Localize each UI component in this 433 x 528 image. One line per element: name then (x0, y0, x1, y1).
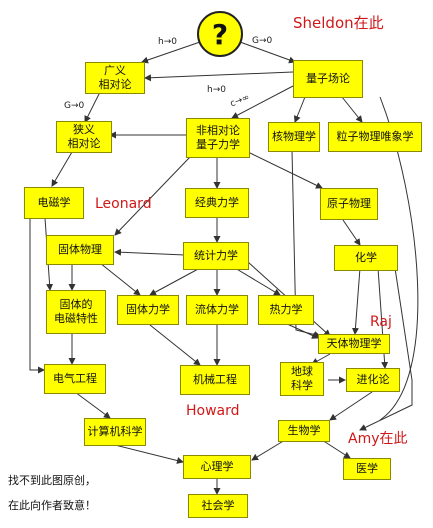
edge-qft-gr (144, 71, 294, 82)
edge-stat-thermo (234, 267, 281, 296)
annotation-sheldon: Sheldon在此 (293, 14, 384, 32)
node-medicine: 医学 (343, 458, 391, 480)
node-statistical-mechanics: 统计力学 (183, 242, 249, 270)
annotation-leonard: Leonard (95, 196, 152, 212)
edge-thermo-astro (284, 322, 319, 339)
node-earth-science: 地球 科学 (280, 362, 324, 396)
node-mechanical-engineering: 机械工程 (180, 365, 250, 395)
edge-stat-solidmech (149, 267, 201, 296)
edge-ee-cs (74, 391, 111, 419)
annotation-raj: Raj (370, 314, 392, 330)
node-electromagnetism: 电磁学 (24, 187, 84, 219)
edge-biology-medicine (321, 439, 351, 459)
edge-gr-sr (84, 91, 101, 123)
edge-cs-psych (114, 444, 184, 464)
edge-label-g0-right: G→0 (252, 36, 273, 46)
edge-solidmech-mecheng (149, 324, 201, 366)
node-fluid-mechanics: 流体力学 (186, 295, 248, 325)
node-solid-mechanics: 固体力学 (117, 295, 179, 325)
edge-q-quantum-field-theory (239, 41, 296, 64)
annotation-amy: Amy在此 (348, 431, 408, 447)
edge-atomic-chemistry (342, 219, 361, 246)
node-nuclear-physics: 核物理学 (268, 122, 320, 152)
annotation-howard: Howard (186, 403, 240, 419)
root-question-node: ? (197, 11, 243, 57)
node-psychology: 心理学 (183, 455, 251, 479)
credit-line-1: 找不到此图原创， (8, 474, 96, 487)
edge-qft-nrqm (231, 85, 294, 119)
node-sociology: 社会学 (188, 494, 248, 518)
edge-nrqm-solid (114, 156, 191, 236)
edge-q-general-relativity (141, 41, 201, 64)
node-astrophysics: 天体物理学 (318, 334, 390, 354)
node-solid-em-properties: 固体的 电磁特性 (46, 290, 106, 334)
node-non-relativistic-qm: 非相对论 量子力学 (186, 118, 250, 158)
node-special-relativity: 狭义 相对论 (56, 121, 112, 153)
edge-stat-solid (114, 248, 186, 256)
edge-biology-psych (251, 439, 286, 461)
edge-qft-nuclear (293, 96, 306, 123)
edge-chemistry-astro (351, 267, 361, 335)
edge-sr-em (51, 151, 73, 187)
edge-em-ee (29, 218, 45, 374)
node-chemistry: 化学 (334, 245, 398, 271)
edge-qft-particle (341, 96, 363, 123)
edge-label-g0-left: G→0 (64, 101, 85, 111)
node-thermodynamics: 热力学 (258, 295, 314, 325)
node-atomic-physics: 原子物理 (320, 188, 378, 220)
edge-chemistry-biology (359, 267, 413, 431)
node-general-relativity: 广义 相对论 (85, 62, 145, 94)
edge-label-h0-left: h→0 (158, 37, 177, 47)
node-computer-science: 计算机科学 (84, 418, 146, 446)
node-evolution: 进化论 (346, 368, 400, 392)
edge-nrqm-atomic (247, 151, 323, 189)
node-classical-mechanics: 经典力学 (185, 188, 249, 218)
node-biology: 生物学 (278, 420, 330, 442)
node-particle-phenomenology: 粒子物理唯象学 (328, 122, 422, 152)
node-quantum-field-theory: 量子场论 (293, 60, 363, 98)
edge-solid-solidmech (99, 262, 141, 296)
edge-label-h0-mid: h→0 (207, 85, 226, 95)
node-solid-state-physics: 固体物理 (46, 235, 114, 265)
credit-line-2: 在此向作者致意！ (8, 499, 96, 512)
node-electrical-engineering: 电气工程 (44, 364, 106, 394)
edge-evolution-biology (329, 391, 373, 421)
